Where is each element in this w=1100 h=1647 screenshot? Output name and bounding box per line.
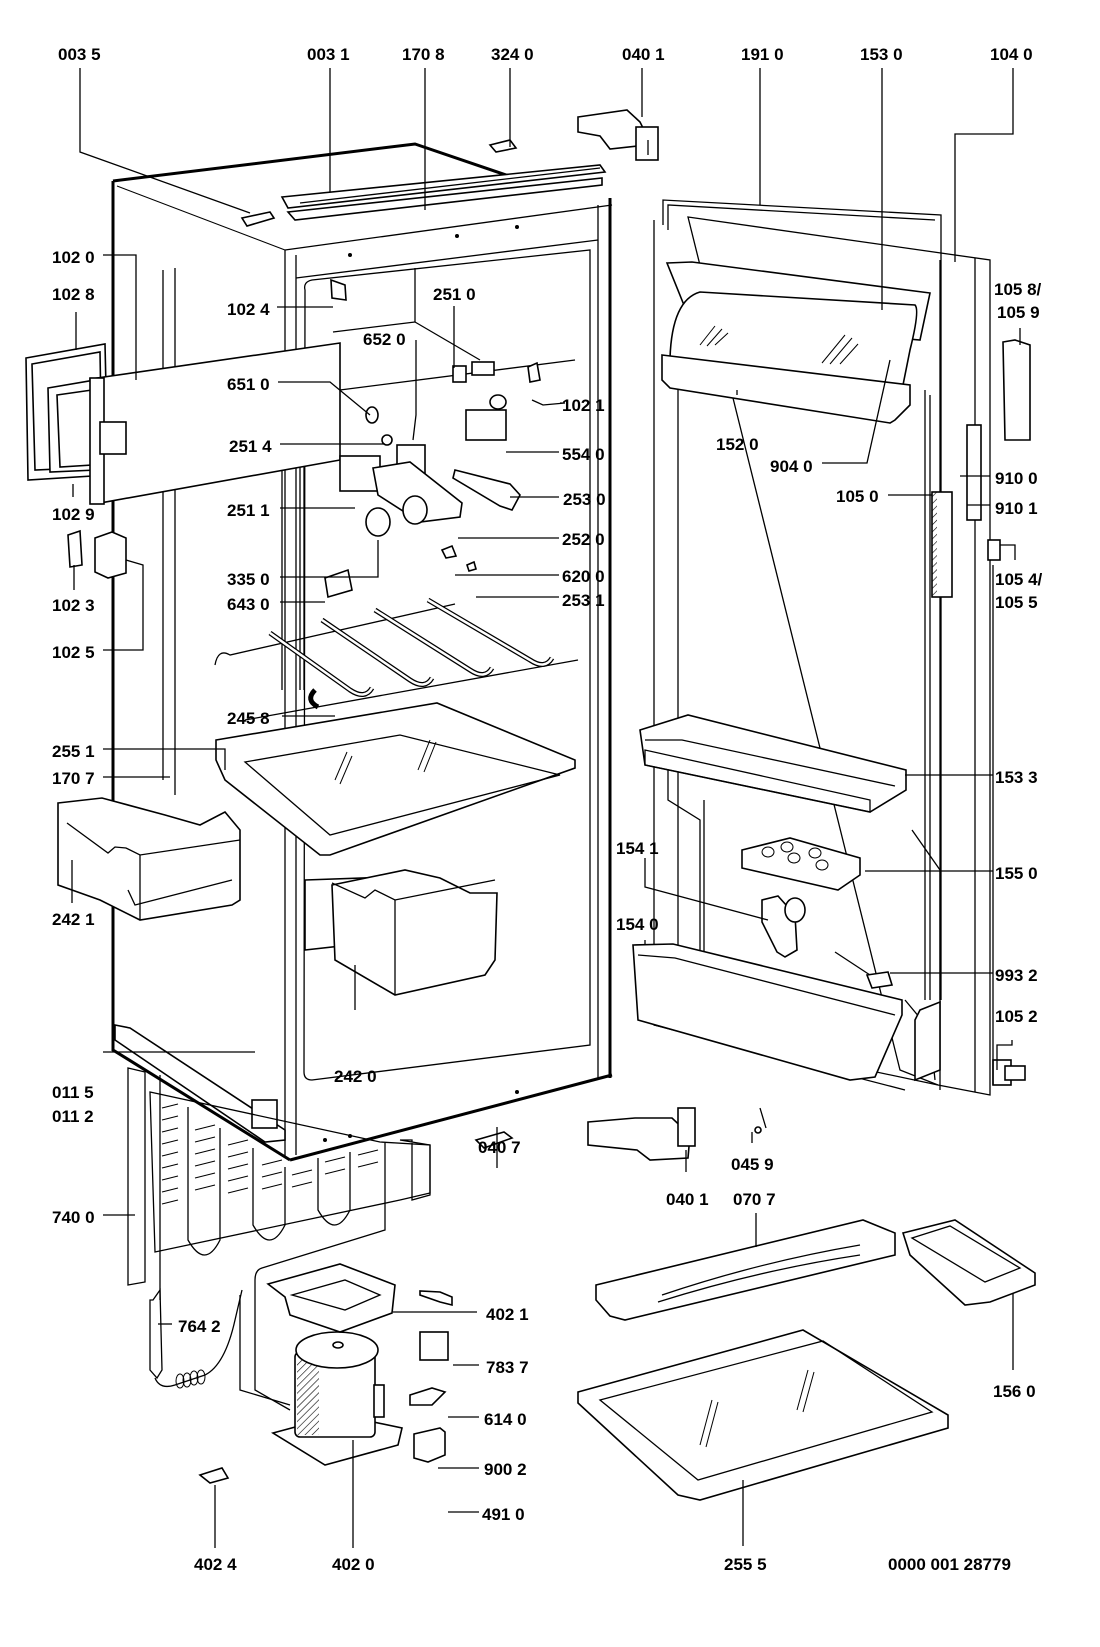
label-1550: 155 0	[995, 864, 1038, 883]
label-4024: 402 4	[194, 1555, 237, 1574]
label-1910: 191 0	[741, 45, 784, 64]
label-1708: 170 8	[402, 45, 445, 64]
egg-tray	[741, 837, 861, 891]
label-2420: 242 0	[334, 1067, 377, 1086]
label-9101: 910 1	[995, 499, 1038, 518]
label-0115: 011 5	[52, 1083, 94, 1102]
label-2458: 245 8	[227, 709, 270, 728]
label-9932: 993 2	[995, 966, 1038, 985]
label-1520: 152 0	[716, 435, 759, 454]
label-3350: 335 0	[227, 570, 270, 589]
glass-shelf-upper	[215, 702, 576, 856]
label-7400: 740 0	[52, 1208, 95, 1227]
label-1533: 153 3	[995, 768, 1038, 787]
door-shelf-lower	[632, 943, 903, 1081]
label-7837: 783 7	[486, 1358, 529, 1377]
label-1023: 102 3	[52, 596, 95, 615]
label-0112: 011 2	[52, 1107, 94, 1126]
label-6520: 652 0	[363, 330, 406, 349]
condenser	[127, 1067, 431, 1411]
label-1707: 170 7	[52, 769, 95, 788]
label-1055: 105 5	[995, 593, 1038, 612]
label-9040: 904 0	[770, 457, 813, 476]
label-0035: 003 5	[58, 45, 101, 64]
freezer-flap	[25, 342, 341, 505]
label-2520: 252 0	[562, 530, 605, 549]
label-1040: 104 0	[990, 45, 1033, 64]
label-6510: 651 0	[227, 375, 270, 394]
top-hinge	[577, 109, 659, 161]
label-1560: 156 0	[993, 1382, 1036, 1401]
label-4020: 402 0	[332, 1555, 375, 1574]
label-6430: 643 0	[227, 595, 270, 614]
label-9002: 900 2	[484, 1460, 527, 1479]
label-0401-top: 040 1	[622, 45, 665, 64]
label-0707: 070 7	[733, 1190, 776, 1209]
top-trim-strips	[240, 139, 607, 227]
label-0459: 045 9	[731, 1155, 774, 1174]
label-1059: 105 9	[997, 303, 1040, 322]
label-1028: 102 8	[52, 285, 95, 304]
label-1541: 154 1	[616, 839, 659, 858]
label-6140: 614 0	[484, 1410, 527, 1429]
label-4910: 491 0	[482, 1505, 525, 1524]
label-4021: 402 1	[486, 1305, 529, 1324]
label-1020: 102 0	[52, 248, 95, 267]
compressor-tray	[266, 1263, 396, 1333]
label-1058: 105 8/	[994, 280, 1042, 299]
label-1029: 102 9	[52, 505, 95, 524]
label-2510: 251 0	[433, 285, 476, 304]
bottle-holder	[761, 895, 806, 958]
leader-lines	[71, 68, 1021, 1548]
compressor	[239, 1295, 403, 1466]
label-2511: 251 1	[227, 501, 270, 520]
electrical-parts	[198, 1131, 514, 1484]
label-1021: 102 1	[562, 396, 605, 415]
bottom-trim	[114, 1024, 286, 1143]
door-handle-strip	[931, 491, 953, 598]
label-0407: 040 7	[478, 1138, 521, 1157]
dairy-compartment	[661, 261, 931, 424]
label-1052: 105 2	[995, 1007, 1038, 1026]
label-2555: 255 5	[724, 1555, 767, 1574]
label-7642: 764 2	[178, 1317, 221, 1336]
label-1024: 102 4	[227, 300, 270, 319]
thermometer	[834, 951, 894, 989]
capillary-filter	[149, 1288, 243, 1389]
thermostat-assembly	[324, 278, 541, 599]
label-1050: 105 0	[836, 487, 879, 506]
label-3240: 324 0	[491, 45, 534, 64]
part-labels: 003 5 003 1 170 8 324 0 040 1 191 0 153 …	[52, 45, 1043, 1574]
label-9100: 910 0	[995, 469, 1038, 488]
cabinet-body	[111, 142, 613, 1162]
label-2530: 253 0	[563, 490, 606, 509]
evaporator-coil	[214, 597, 579, 721]
door	[653, 199, 991, 1096]
bottom-hinge	[587, 1107, 696, 1161]
drawing-number: 0000 001 28779	[888, 1555, 1011, 1574]
cover-strip	[595, 1219, 896, 1321]
label-2421: 242 1	[52, 910, 95, 929]
ice-tray	[901, 1219, 1036, 1306]
glass-shelf-lower	[577, 1329, 949, 1501]
label-1025: 102 5	[52, 643, 95, 662]
label-2531: 253 1	[562, 591, 605, 610]
label-5540: 554 0	[562, 445, 605, 464]
door-shelf-upper	[639, 714, 907, 813]
label-2514: 251 4	[229, 437, 272, 456]
right-hinge-parts	[966, 339, 1031, 1086]
flap-hinges	[67, 529, 127, 579]
crisper-drawer-right	[304, 869, 498, 996]
label-0031: 003 1	[307, 45, 350, 64]
label-1530: 153 0	[860, 45, 903, 64]
label-0401-bottom: 040 1	[666, 1190, 709, 1209]
screw	[754, 1107, 767, 1134]
label-1054: 105 4/	[995, 570, 1043, 589]
label-6200: 620 0	[562, 567, 605, 586]
label-2551: 255 1	[52, 742, 95, 761]
crisper-drawer-left	[57, 797, 241, 921]
label-1540: 154 0	[616, 915, 659, 934]
